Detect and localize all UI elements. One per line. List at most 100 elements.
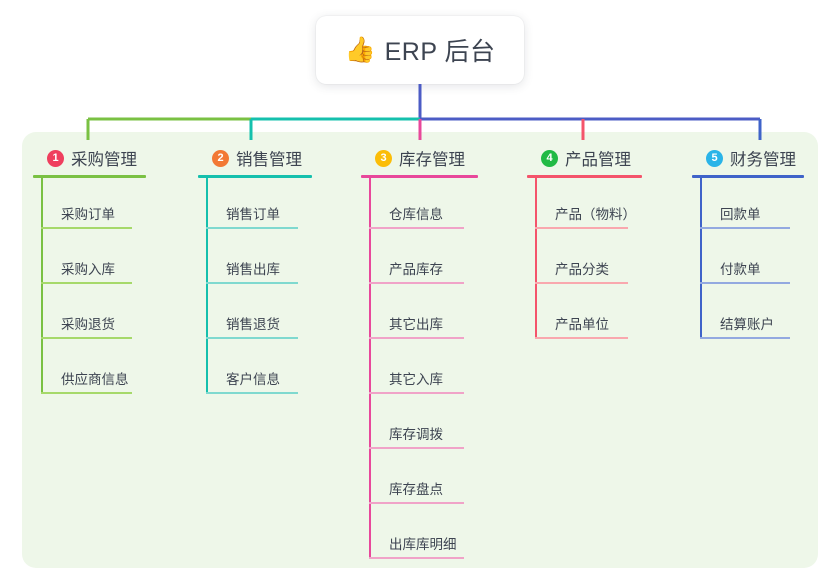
leaf-item[interactable]: 其它入库 bbox=[361, 343, 478, 398]
column-title-3: 库存管理 bbox=[399, 151, 465, 169]
column-header-rule-2 bbox=[198, 175, 312, 178]
leaf-item-label: 其它入库 bbox=[389, 372, 443, 387]
leaf-item[interactable]: 产品库存 bbox=[361, 233, 478, 288]
leaf-item-label: 结算账户 bbox=[720, 317, 774, 332]
leaf-item[interactable]: 销售订单 bbox=[198, 178, 312, 233]
leaf-item[interactable]: 采购订单 bbox=[33, 178, 146, 233]
leaf-item-label: 销售订单 bbox=[226, 207, 280, 222]
leaf-item-label: 出库库明细 bbox=[389, 537, 457, 552]
leaf-item-rule bbox=[369, 337, 464, 339]
leaf-item[interactable]: 客户信息 bbox=[198, 343, 312, 398]
leaf-item-rule bbox=[41, 392, 132, 394]
leaf-item-label: 销售出库 bbox=[226, 262, 280, 277]
leaf-item[interactable]: 销售出库 bbox=[198, 233, 312, 288]
leaf-item-rule bbox=[369, 447, 464, 449]
leaf-item[interactable]: 仓库信息 bbox=[361, 178, 478, 233]
leaf-item[interactable]: 采购入库 bbox=[33, 233, 146, 288]
leaf-item-rule bbox=[41, 227, 132, 229]
column-spine-2 bbox=[206, 178, 208, 394]
leaf-item-rule bbox=[700, 227, 790, 229]
leaf-item-rule bbox=[41, 337, 132, 339]
leaf-item-rule bbox=[369, 392, 464, 394]
column-header-rule-3 bbox=[361, 175, 478, 178]
column-header-5[interactable]: 5 财务管理 bbox=[692, 146, 804, 170]
column-badge-2: 2 bbox=[212, 149, 229, 167]
leaf-item[interactable]: 库存调拨 bbox=[361, 398, 478, 453]
column-title-1: 采购管理 bbox=[71, 151, 137, 169]
leaf-item-rule bbox=[206, 337, 298, 339]
column-badge-5: 5 bbox=[706, 149, 723, 167]
column-items-1: 采购订单采购入库采购退货供应商信息 bbox=[33, 178, 146, 398]
leaf-item[interactable]: 采购退货 bbox=[33, 288, 146, 343]
leaf-item-rule bbox=[700, 282, 790, 284]
leaf-item-label: 供应商信息 bbox=[61, 372, 129, 387]
leaf-item[interactable]: 供应商信息 bbox=[33, 343, 146, 398]
leaf-item[interactable]: 销售退货 bbox=[198, 288, 312, 343]
leaf-item-label: 其它出库 bbox=[389, 317, 443, 332]
column-items-2: 销售订单销售出库销售退货客户信息 bbox=[198, 178, 312, 398]
thumbs-up-icon: 👍 bbox=[344, 35, 376, 64]
leaf-item-label: 库存调拨 bbox=[389, 427, 443, 442]
leaf-item-label: 客户信息 bbox=[226, 372, 280, 387]
leaf-item[interactable]: 回款单 bbox=[692, 178, 804, 233]
column-header-rule-4 bbox=[527, 175, 642, 178]
leaf-item[interactable]: 出库库明细 bbox=[361, 508, 478, 563]
column-2: 2 销售管理销售订单销售出库销售退货客户信息 bbox=[198, 146, 312, 398]
column-header-3[interactable]: 3 库存管理 bbox=[361, 146, 478, 170]
leaf-item[interactable]: 产品分类 bbox=[527, 233, 642, 288]
leaf-item-rule bbox=[369, 557, 464, 559]
column-header-2[interactable]: 2 销售管理 bbox=[198, 146, 312, 170]
leaf-item-label: 采购入库 bbox=[61, 262, 115, 277]
root-node[interactable]: 👍 ERP 后台 bbox=[316, 16, 524, 84]
column-items-5: 回款单付款单结算账户 bbox=[692, 178, 804, 343]
column-1: 1 采购管理采购订单采购入库采购退货供应商信息 bbox=[33, 146, 146, 398]
leaf-item[interactable]: 结算账户 bbox=[692, 288, 804, 343]
leaf-item-label: 付款单 bbox=[720, 262, 761, 277]
column-header-1[interactable]: 1 采购管理 bbox=[33, 146, 146, 170]
leaf-item-rule bbox=[369, 282, 464, 284]
column-4: 4 产品管理产品（物料） 产品分类产品单位 bbox=[527, 146, 642, 343]
leaf-item[interactable]: 产品单位 bbox=[527, 288, 642, 343]
leaf-item-rule bbox=[535, 227, 628, 229]
column-items-4: 产品（物料） 产品分类产品单位 bbox=[527, 178, 642, 343]
leaf-item[interactable]: 库存盘点 bbox=[361, 453, 478, 508]
leaf-item[interactable]: 产品（物料） bbox=[527, 178, 642, 233]
column-title-5: 财务管理 bbox=[730, 151, 796, 169]
leaf-item[interactable]: 其它出库 bbox=[361, 288, 478, 343]
leaf-item-rule bbox=[206, 282, 298, 284]
content-panel bbox=[22, 132, 818, 568]
column-spine-4 bbox=[535, 178, 537, 339]
leaf-item[interactable]: 付款单 bbox=[692, 233, 804, 288]
leaf-item-label: 回款单 bbox=[720, 207, 761, 222]
leaf-item-label: 仓库信息 bbox=[389, 207, 443, 222]
leaf-item-rule bbox=[206, 392, 298, 394]
column-badge-3: 3 bbox=[375, 149, 392, 167]
column-spine-1 bbox=[41, 178, 43, 394]
column-spine-3 bbox=[369, 178, 371, 559]
leaf-item-label: 产品分类 bbox=[555, 262, 609, 277]
leaf-item-rule bbox=[369, 502, 464, 504]
leaf-item-rule bbox=[41, 282, 132, 284]
leaf-item-rule bbox=[535, 282, 628, 284]
leaf-item-label: 采购退货 bbox=[61, 317, 115, 332]
leaf-item-rule bbox=[700, 337, 790, 339]
root-title: ERP 后台 bbox=[384, 38, 496, 66]
column-items-3: 仓库信息产品库存其它出库其它入库库存调拨库存盘点出库库明细 bbox=[361, 178, 478, 563]
column-spine-5 bbox=[700, 178, 702, 339]
leaf-item-label: 产品单位 bbox=[555, 317, 609, 332]
leaf-item-label: 产品库存 bbox=[389, 262, 443, 277]
column-3: 3 库存管理仓库信息产品库存其它出库其它入库库存调拨库存盘点出库库明细 bbox=[361, 146, 478, 563]
column-badge-1: 1 bbox=[47, 149, 64, 167]
column-title-2: 销售管理 bbox=[236, 151, 302, 169]
column-badge-4: 4 bbox=[541, 149, 558, 167]
leaf-item-rule bbox=[535, 337, 628, 339]
column-title-4: 产品管理 bbox=[565, 151, 631, 169]
leaf-item-label: 库存盘点 bbox=[389, 482, 443, 497]
column-header-4[interactable]: 4 产品管理 bbox=[527, 146, 642, 170]
leaf-item-rule bbox=[206, 227, 298, 229]
leaf-item-label: 采购订单 bbox=[61, 207, 115, 222]
column-header-rule-1 bbox=[33, 175, 146, 178]
column-header-rule-5 bbox=[692, 175, 804, 178]
leaf-item-label: 产品（物料） bbox=[555, 207, 636, 222]
